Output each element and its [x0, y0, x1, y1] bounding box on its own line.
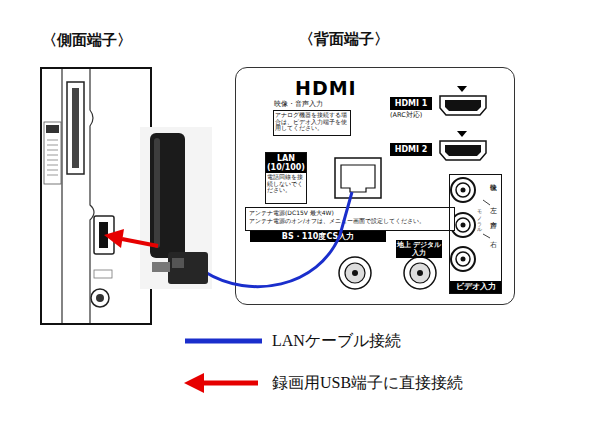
hdmi-port-inner	[445, 100, 481, 111]
rca-jack-ring	[456, 252, 470, 266]
lan-port-inner	[341, 165, 375, 192]
rca-jack-pin	[461, 223, 466, 228]
input-name: 地上 デジタル入力	[396, 240, 442, 258]
input-name: ビデオ入力	[450, 281, 501, 293]
rca-jack-ring	[456, 183, 470, 197]
rca-jack	[451, 247, 475, 271]
adapter-highlight	[154, 138, 160, 248]
port-label: HDMI 2	[390, 143, 432, 156]
lan-label: LAN (10/100)電話回線を接続しないでください。	[265, 152, 307, 204]
card-slot-inner	[72, 88, 79, 168]
hdmi-arrow	[457, 86, 467, 92]
tv-edge-line	[62, 67, 94, 325]
lan-cable	[205, 192, 352, 287]
back-panel: 〈背面端子〉映像・音声入力アナログ機器を接続する場合は、ビデオ入力端子を使用して…	[235, 67, 515, 305]
usb-plug	[152, 262, 170, 272]
legend-text: 録画用USB端子に直接接続	[272, 373, 463, 393]
panel-heading: 〈側面端子〉	[42, 31, 132, 49]
input-heading: 映像・音声入力	[274, 100, 323, 109]
rca-jack	[451, 178, 475, 202]
jack-label: 右	[490, 241, 497, 249]
legend-text: LANケーブル接続	[272, 331, 401, 351]
usb-arrow-head	[104, 229, 124, 248]
port-name: HDMI 1	[390, 97, 432, 110]
note-text: アンテナ電源のオン/オフは、メニュー画面で設定してください。	[246, 217, 454, 226]
legend-line-sample	[185, 339, 262, 344]
side-panel: 〈側面端子〉	[40, 67, 152, 325]
hdmi-port-inner	[445, 145, 481, 156]
note-text: アナログ機器を接続する場合は、ビデオ入力端子を使用してください。	[274, 111, 350, 133]
hdmi-port	[440, 141, 486, 160]
input-label: 地上 デジタル入力	[396, 240, 442, 258]
input-name: BS・110度CS入力	[250, 231, 386, 242]
hdmi-logo: HDMI	[295, 77, 357, 99]
adapter-connector	[168, 252, 208, 284]
adapter-lan-jack	[172, 258, 184, 268]
antenna-connector-pin	[417, 270, 423, 276]
antenna-connector	[339, 257, 371, 289]
jack-bracket	[483, 200, 490, 238]
jack-label: モノラル	[477, 206, 483, 230]
antenna-connector	[404, 257, 436, 289]
lan-port	[335, 158, 381, 198]
port-note: (ARC対応)	[390, 111, 422, 119]
sticker-lines	[47, 140, 58, 175]
antenna-note: アンテナ電源(DC15V 最大4W)アンテナ電源のオン/オフは、メニュー画面で設…	[245, 207, 455, 231]
port-name: LAN (10/100)	[266, 153, 306, 173]
antenna-connector-ring	[345, 263, 365, 283]
rca-jack-pin	[461, 188, 466, 193]
usb-arrow	[122, 239, 158, 246]
photo-backdrop	[140, 127, 212, 289]
panel-heading: 〈背面端子〉	[299, 30, 389, 48]
card-slot	[67, 82, 84, 174]
jack-mark	[94, 270, 112, 278]
video-input-box: ビデオ入力	[449, 174, 502, 294]
rca-jack-ring	[456, 218, 470, 232]
jack-label: 左	[490, 207, 497, 215]
rca-jack-pin	[461, 257, 466, 262]
input-band: BS・110度CS入力	[250, 231, 386, 242]
tv-side-edge	[44, 67, 114, 325]
hdmi-arrow	[457, 131, 467, 137]
hdmi-port	[440, 96, 486, 115]
av-input-note: 映像・音声入力アナログ機器を接続する場合は、ビデオ入力端子を使用してください。	[273, 110, 351, 136]
port-name: HDMI 2	[390, 143, 432, 156]
sticker-mark	[46, 125, 59, 133]
antenna-connector-ring	[410, 263, 430, 283]
legend-arrow-head	[184, 373, 204, 393]
note-text: アンテナ電源(DC15V 最大4W)	[246, 208, 454, 217]
headphone-jack-hole	[96, 294, 104, 302]
legend-arrow-sample	[200, 381, 258, 386]
antenna-connector-pin	[352, 270, 358, 276]
headphone-jack	[91, 289, 109, 307]
sticker	[44, 122, 61, 184]
wireless-adapter	[150, 133, 185, 258]
warning-note: 電話回線を接続しないでください。	[266, 173, 306, 195]
port-label: HDMI 1(ARC対応)	[390, 97, 432, 110]
